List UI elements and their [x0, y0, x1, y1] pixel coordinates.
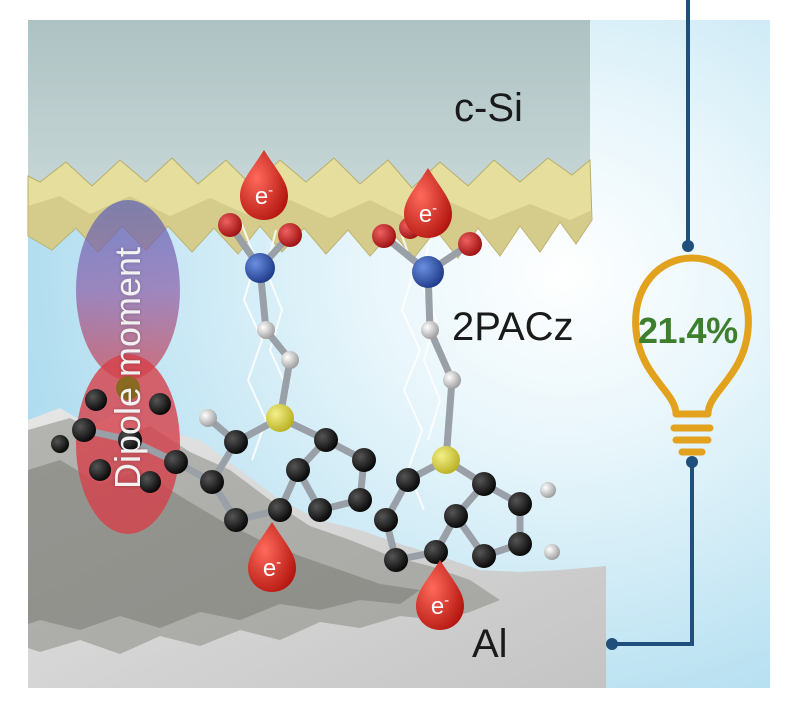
electron-label: e- — [262, 554, 282, 582]
lightbulb-icon — [632, 254, 752, 456]
c-si-layer — [28, 20, 590, 188]
electron-drop-icon — [240, 150, 464, 630]
c-si-label: c-Si — [454, 86, 523, 130]
efficiency-label: 21.4% — [638, 310, 738, 351]
circuit-wire — [612, 0, 694, 646]
electron-label: e- — [418, 200, 438, 228]
electron-label: e- — [254, 182, 274, 210]
electron-label: e- — [430, 592, 450, 620]
al-label: Al — [472, 622, 508, 666]
2pacz-label: 2PACz — [452, 305, 574, 349]
